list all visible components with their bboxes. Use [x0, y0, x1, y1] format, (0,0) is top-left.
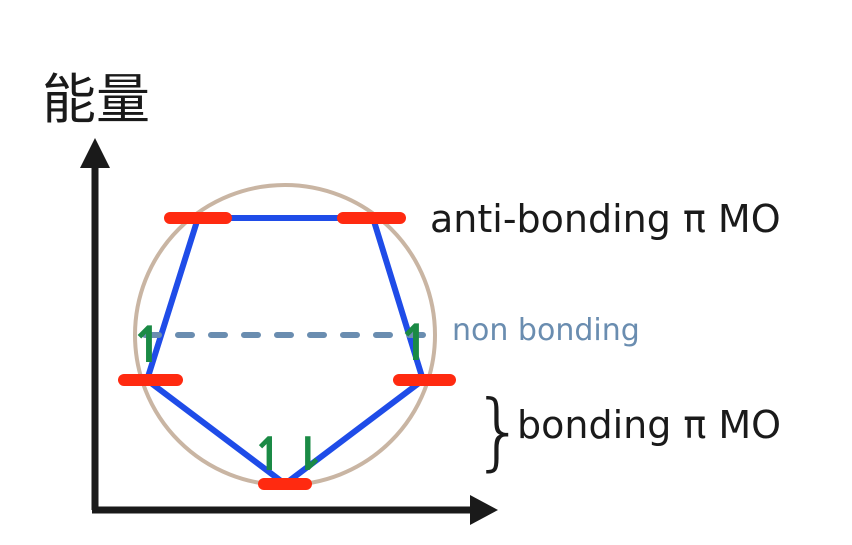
label-antibonding: anti-bonding π MO	[430, 197, 781, 241]
electron-pair-bottom: ↿⇂	[250, 427, 327, 481]
x-axis-arrowhead	[470, 495, 498, 525]
y-axis-arrowhead	[80, 138, 110, 168]
electron-left: ↿	[128, 316, 170, 374]
bonding-brace: }	[472, 382, 525, 480]
label-nonbonding: non bonding	[452, 313, 640, 348]
label-bonding: bonding π MO	[517, 403, 781, 447]
electron-right: ↿	[395, 314, 437, 372]
y-axis-label: 能量	[42, 68, 150, 131]
